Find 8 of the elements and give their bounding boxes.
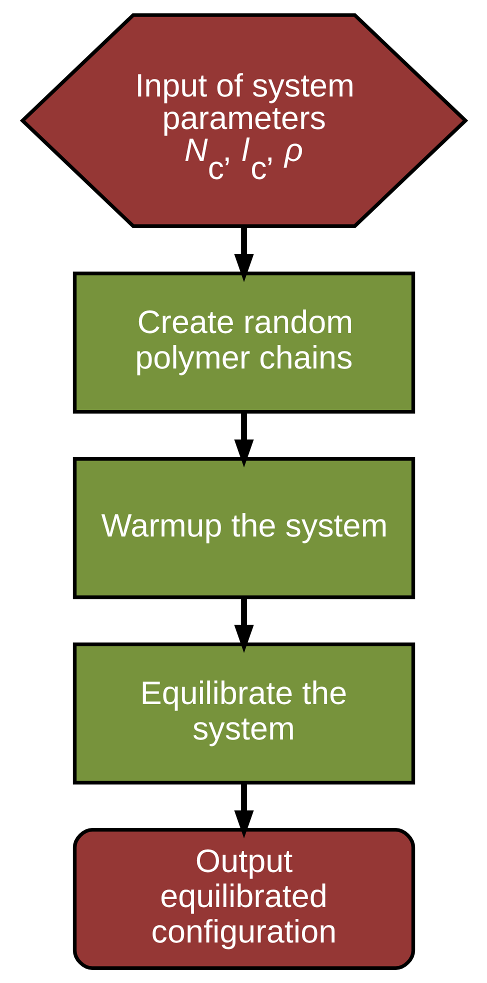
node-box: Output equilibrated configuration: [72, 828, 415, 970]
arrow: [234, 412, 254, 468]
arrow: [234, 782, 254, 838]
arrow: [234, 226, 254, 282]
node-box: Warmup the system: [72, 457, 415, 600]
arrow: [234, 598, 254, 653]
node-box: Create random polymer chains: [72, 272, 415, 414]
node-box: Equilibrate the system: [72, 642, 415, 785]
